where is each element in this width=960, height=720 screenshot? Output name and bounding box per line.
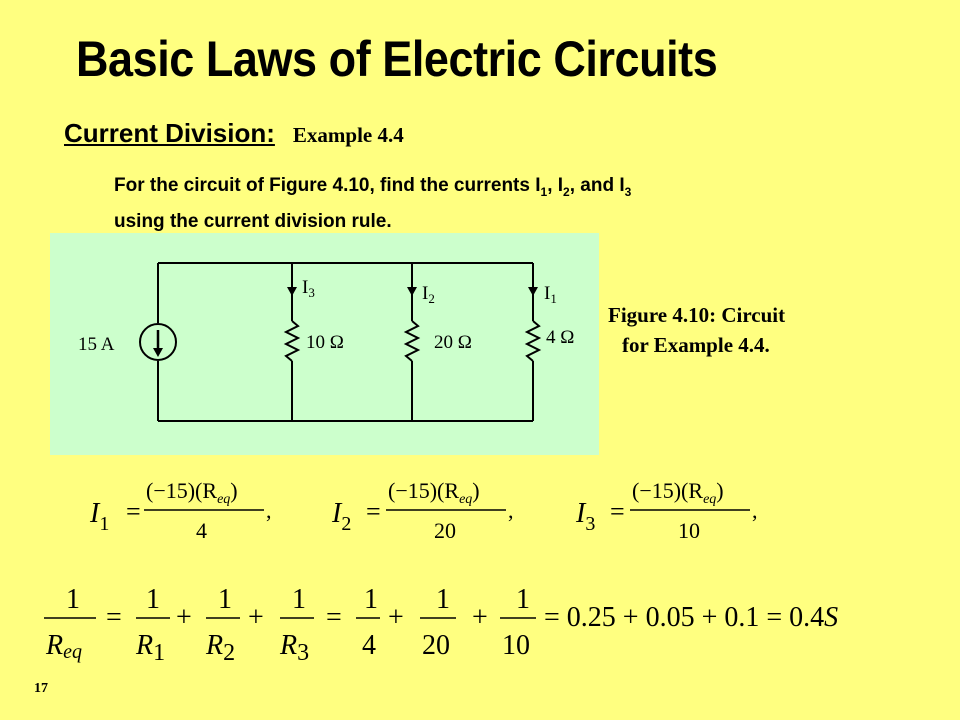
req-r2-num: 1 [218,584,232,615]
req-equals-2: = [326,602,342,633]
current-source-symbol [139,323,177,361]
req-n3-den: 10 [502,630,530,661]
req-n2-den: 20 [422,630,450,661]
circuit-panel: 15 A I3 I2 I1 10 Ω 20 Ω 4 Ω [50,233,599,455]
req-equation: 1 Req = 1 R1 + 1 R2 + 1 R3 = 1 4 + 1 20 … [44,584,838,666]
eq-i2-den: 20 [434,518,456,543]
eq-i1-comma: , [266,498,272,523]
req-lhs-num: 1 [66,584,80,615]
req-result: = 0.25 + 0.05 + 0.1 = 0.4S [544,602,838,633]
resistor-label-4: 4 Ω [546,327,574,348]
problem-sep-2: , and I [569,175,625,196]
req-plus-1: + [176,602,192,633]
problem-sub-2: 2 [563,184,570,199]
slide-title: Basic Laws of Electric Circuits [76,31,718,87]
req-n1-den: 4 [362,630,376,661]
req-r1-den: R1 [135,630,165,666]
req-plus-3: + [388,602,404,633]
eq-i3-lhs: I3 [575,498,595,535]
eq-i2-equals: = [366,497,381,526]
problem-sub-3: 3 [624,184,632,199]
req-r3-num: 1 [292,584,306,615]
section-label: Current Division: [64,118,275,148]
eq-i2-num: (−15)(Req) [388,478,480,507]
example-label: Example 4.4 [292,123,404,147]
current-arrow-i1 [528,287,538,296]
req-n3-num: 1 [516,584,530,615]
eq-i1-den: 4 [196,518,207,543]
problem-text: For the circuit of Figure 4.10, find the… [114,175,541,196]
eq-i1-lhs: I1 [89,498,109,535]
req-r1-num: 1 [146,584,160,615]
caption-line-2: for Example 4.4. [622,333,770,357]
problem-line-1: For the circuit of Figure 4.10, find the… [114,171,631,207]
eq-i1-num: (−15)(Req) [146,478,238,507]
problem-line-2: using the current division rule. [114,210,392,232]
caption-line-1: Figure 4.10: Circuit [608,303,786,327]
resistor-label-20: 20 Ω [434,332,472,353]
page-number: 17 [34,681,48,696]
source-arrow-head [153,348,163,357]
eq-i3-num: (−15)(Req) [632,478,724,507]
req-equals-1: = [106,602,122,633]
eq-i1-equals: = [126,497,141,526]
circuit-diagram: 15 A I3 I2 I1 10 Ω 20 Ω 4 Ω [78,262,574,422]
eq-i3-equals: = [610,497,625,526]
problem-statement: For the circuit of Figure 4.10, find the… [114,171,631,237]
current-equations: I1 = (−15)(Req) 4 , I2 = (−15)(Req) 20 ,… [89,478,758,543]
eq-i2-comma: , [508,498,514,523]
resistor-10-symbol [283,320,301,362]
current-label-i2: I2 [422,283,435,306]
problem-sep-1: , I [547,175,564,196]
eq-i2-lhs: I2 [331,498,351,535]
current-arrow-i3 [287,287,297,296]
current-arrow-i2 [407,287,417,296]
resistor-20-symbol [403,320,421,362]
current-label-i3: I3 [302,277,315,300]
req-n2-num: 1 [436,584,450,615]
req-r2-den: R2 [205,630,235,666]
section-heading: Current Division: Example 4.4 [64,118,404,149]
req-plus-4: + [472,602,488,633]
req-plus-2: + [248,602,264,633]
current-label-i1: I1 [544,283,557,306]
eq-i3-den: 10 [678,518,700,543]
problem-sub-1: 1 [540,184,548,199]
resistor-4-symbol [524,320,542,362]
source-label: 15 A [78,334,115,355]
resistor-label-10: 10 Ω [306,332,344,353]
req-n1-num: 1 [364,584,378,615]
figure-caption: Figure 4.10: Circuit for Example 4.4. [608,300,785,360]
req-lhs-den: Req [45,630,82,663]
req-r3-den: R3 [279,630,309,666]
eq-i3-comma: , [752,498,758,523]
